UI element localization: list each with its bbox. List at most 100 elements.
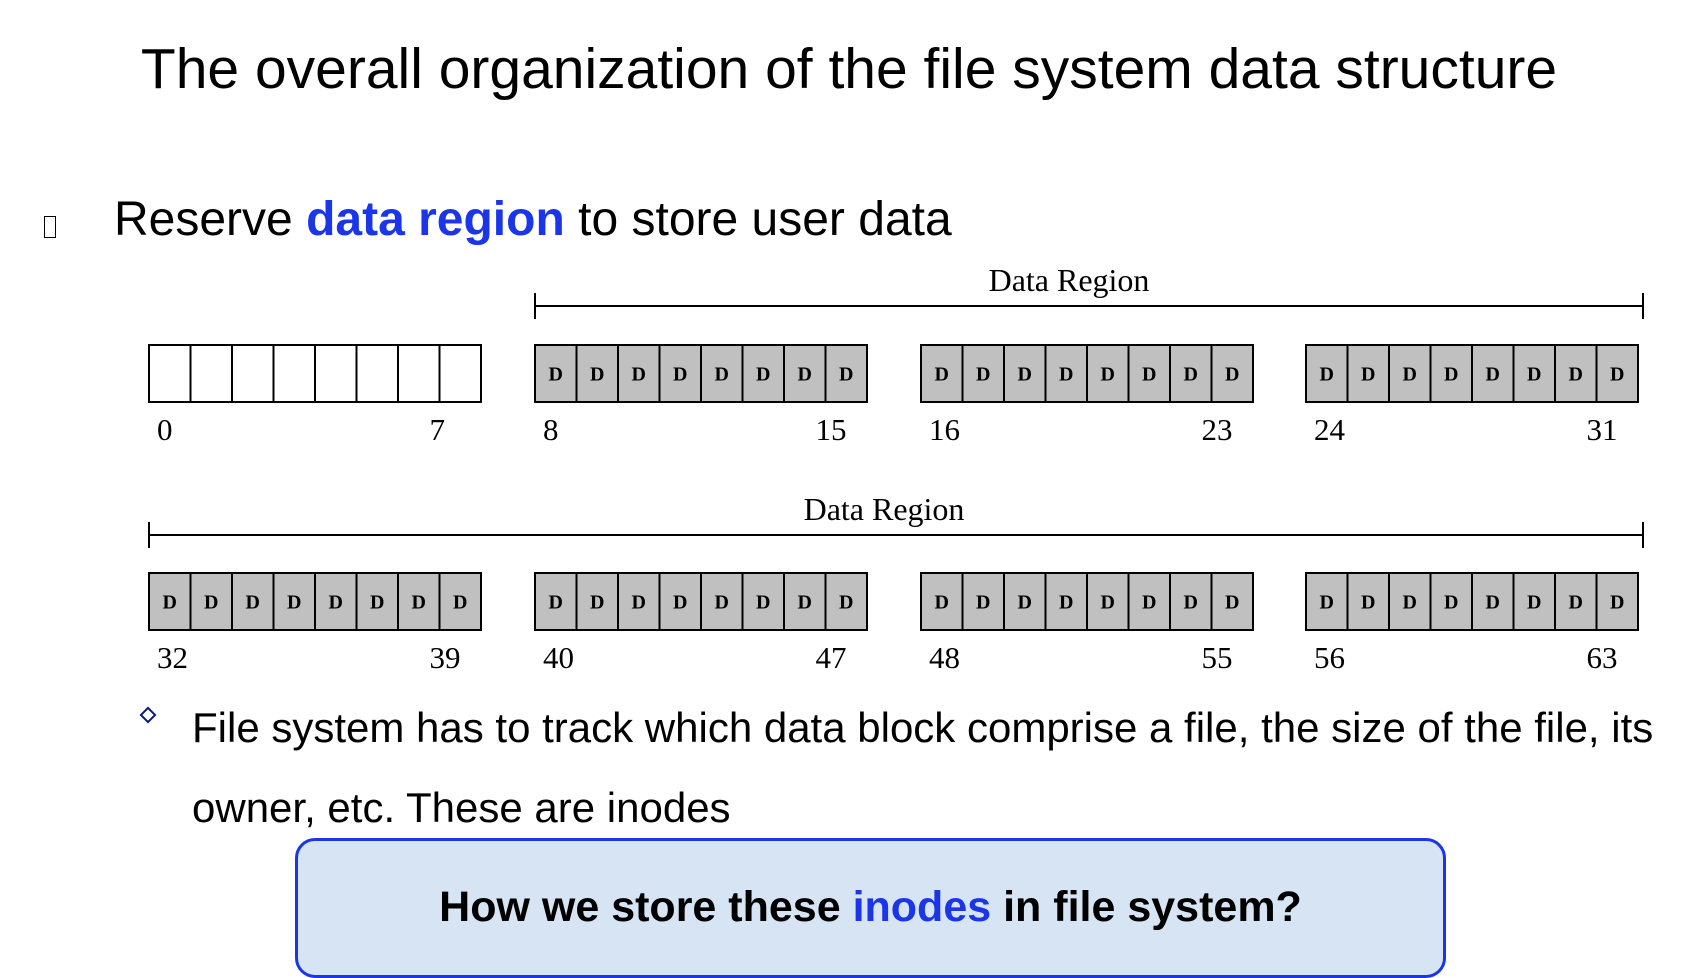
data-block (355, 572, 399, 631)
callout-suffix: in file system? (991, 883, 1302, 931)
data-block-label: D (1569, 592, 1583, 614)
block-index-start: 0 (157, 412, 173, 447)
empty-block (355, 344, 399, 403)
data-block-label: D (1361, 364, 1375, 386)
block-index-end: 31 (1587, 412, 1618, 447)
data-block (1595, 572, 1639, 631)
data-block-label: D (1101, 364, 1115, 386)
empty-block (314, 344, 358, 403)
data-block (314, 572, 358, 631)
data-block-label: D (1059, 592, 1073, 614)
data-block-label: D (1610, 364, 1624, 386)
data-block-label: D (1018, 592, 1032, 614)
data-block-label: D (673, 592, 687, 614)
data-block (575, 344, 619, 403)
data-block-label: D (204, 592, 218, 614)
data-block-label: D (1225, 364, 1239, 386)
block-index-start: 40 (543, 640, 574, 675)
block-index-start: 8 (543, 412, 559, 447)
empty-block (272, 344, 316, 403)
data-block (1388, 572, 1432, 631)
data-block (617, 344, 661, 403)
data-block (824, 344, 868, 403)
empty-block (148, 344, 192, 403)
data-block (658, 344, 702, 403)
data-block-label: D (715, 364, 729, 386)
data-block (1003, 572, 1047, 631)
data-block (1169, 344, 1213, 403)
block-index-start: 16 (929, 412, 960, 447)
data-block-label: D (1403, 592, 1417, 614)
data-block (189, 572, 233, 631)
data-block-label: D (1142, 592, 1156, 614)
data-block-label: D (1225, 592, 1239, 614)
data-block-label: D (1486, 592, 1500, 614)
data-block (1429, 572, 1473, 631)
data-block (1346, 344, 1390, 403)
data-block-label: D (1184, 592, 1198, 614)
data-block-label: D (1142, 364, 1156, 386)
data-block-label: D (935, 592, 949, 614)
callout-highlight: inodes (852, 883, 992, 931)
data-block (272, 572, 316, 631)
data-block-label: D (246, 592, 260, 614)
data-block (617, 572, 661, 631)
data-block-label: D (1569, 364, 1583, 386)
data-block (1346, 572, 1390, 631)
data-block-label: D (715, 592, 729, 614)
data-block-label: D (798, 592, 812, 614)
data-block-label: D (1018, 364, 1032, 386)
data-block (824, 572, 868, 631)
data-block-label: D (453, 592, 467, 614)
data-block-label: D (1320, 592, 1334, 614)
data-block-label: D (976, 592, 990, 614)
data-block (438, 572, 482, 631)
empty-block (189, 344, 233, 403)
data-block-label: D (287, 592, 301, 614)
data-block-label: D (798, 364, 812, 386)
data-block-label: D (1486, 364, 1500, 386)
empty-block (438, 344, 482, 403)
data-block-label: D (756, 592, 770, 614)
data-block-label: D (1444, 592, 1458, 614)
empty-block (397, 344, 441, 403)
callout-prefix: How we store these (439, 883, 853, 931)
square-bullet-icon (44, 216, 56, 238)
data-block-label: D (839, 364, 853, 386)
data-block-label: D (976, 364, 990, 386)
data-block-label: D (632, 364, 646, 386)
data-block (1169, 572, 1213, 631)
data-block (1305, 344, 1349, 403)
block-index-end: 15 (816, 412, 847, 447)
data-block-label: D (1361, 592, 1375, 614)
data-block (1595, 344, 1639, 403)
data-block (231, 572, 275, 631)
data-block-label: D (1527, 364, 1541, 386)
data-block-label: D (1610, 592, 1624, 614)
block-index-end: 55 (1202, 640, 1233, 675)
sub-bullet-text: File system has to track which data bloc… (192, 704, 1654, 831)
data-block-label: D (935, 364, 949, 386)
region-bracket-row-2: Data Region (148, 491, 1644, 548)
data-block-label: D (1403, 364, 1417, 386)
data-block (741, 344, 785, 403)
data-block-label: D (163, 592, 177, 614)
bullet-suffix: to store user data (564, 193, 952, 246)
data-block (961, 344, 1005, 403)
data-block (961, 572, 1005, 631)
data-block (1210, 572, 1254, 631)
block-index-end: 23 (1202, 412, 1233, 447)
data-block-label: D (590, 592, 604, 614)
block-index-end: 7 (430, 412, 446, 447)
data-block (534, 344, 578, 403)
data-block-label: D (549, 364, 563, 386)
data-block-label: D (1059, 364, 1073, 386)
data-block (783, 572, 827, 631)
